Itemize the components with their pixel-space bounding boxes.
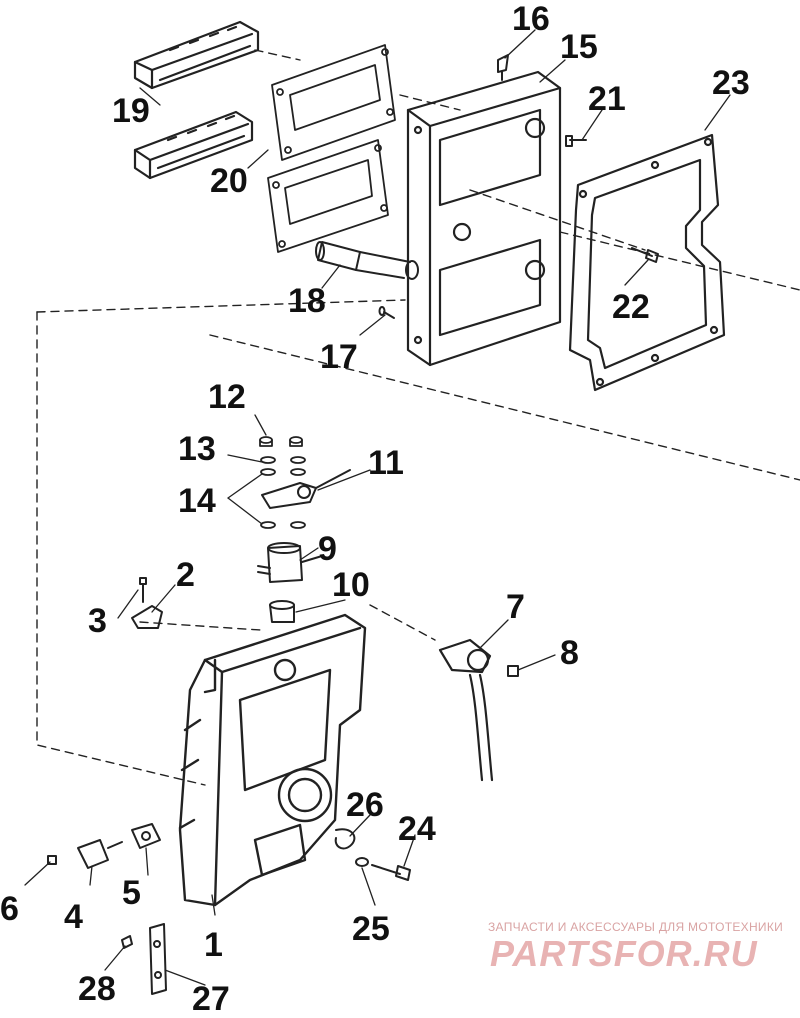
callout-5: 5 [122,874,141,912]
reed-gasket-lower [267,139,389,253]
callout-10: 10 [332,566,370,604]
part-18-sleeve [315,241,419,280]
part-27-clamp [149,923,167,995]
part-8-screw [507,665,519,677]
reed-gasket-upper [271,44,396,161]
part-22-bolt [631,247,659,263]
callout-21: 21 [588,80,626,118]
part-6-screw [47,855,57,865]
callout-24: 24 [398,810,436,848]
callout-12: 12 [208,378,246,416]
callout-9: 9 [318,530,337,568]
watermark-tagline: ЗАПЧАСТИ И АКСЕССУАРЫ ДЛЯ МОТОТЕХНИКИ [488,920,784,934]
callout-15: 15 [560,28,598,66]
part-21-screw [565,135,587,147]
callout-7: 7 [506,588,525,626]
callout-8: 8 [560,634,579,672]
part-28-screw [121,935,133,949]
callout-2: 2 [176,556,195,594]
callout-11: 11 [368,444,404,482]
part-17-pin [378,306,395,319]
callout-23: 23 [712,64,750,102]
watermark-logo: PARTSFOR.RU [490,934,758,972]
callout-6: 6 [0,890,19,928]
callout-22: 22 [612,288,650,326]
part-20-reed-block [133,110,254,180]
callout-14: 14 [178,482,216,520]
part-9-sensor [257,542,323,583]
callout-20: 20 [210,162,248,200]
part-24-screw [371,864,411,881]
callout-25: 25 [352,910,390,948]
part-25-washer [355,857,369,867]
part-3-screw [139,577,147,603]
part-23-gasket [568,133,726,392]
callout-13: 13 [178,430,216,468]
part-10-bushing [269,600,295,623]
callout-3: 3 [88,602,107,640]
callout-17: 17 [320,338,358,376]
part-15-reed-plate [406,70,562,367]
svg-text:PARTSFOR.RU: PARTSFOR.RU [490,934,758,972]
part-16-screw [497,54,509,81]
callout-26: 26 [346,786,384,824]
part-4-sensor [77,839,123,869]
callout-4: 4 [64,898,83,936]
callout-27: 27 [192,980,230,1018]
part-7-sensor [438,638,494,782]
part-19-reed-block [133,20,260,90]
callout-28: 28 [78,970,116,1008]
part-26-clip [334,828,356,850]
part-1-housing [178,613,367,907]
callout-18: 18 [288,282,326,320]
part-5-plate [131,823,161,849]
parts-12-13-14-hardware [259,436,306,529]
part-2-clip [131,605,163,629]
callout-19: 19 [112,92,150,130]
leader-lines [24,29,731,986]
callout-16: 16 [512,0,550,38]
part-11-bracket [261,469,351,509]
callout-1: 1 [204,926,223,964]
